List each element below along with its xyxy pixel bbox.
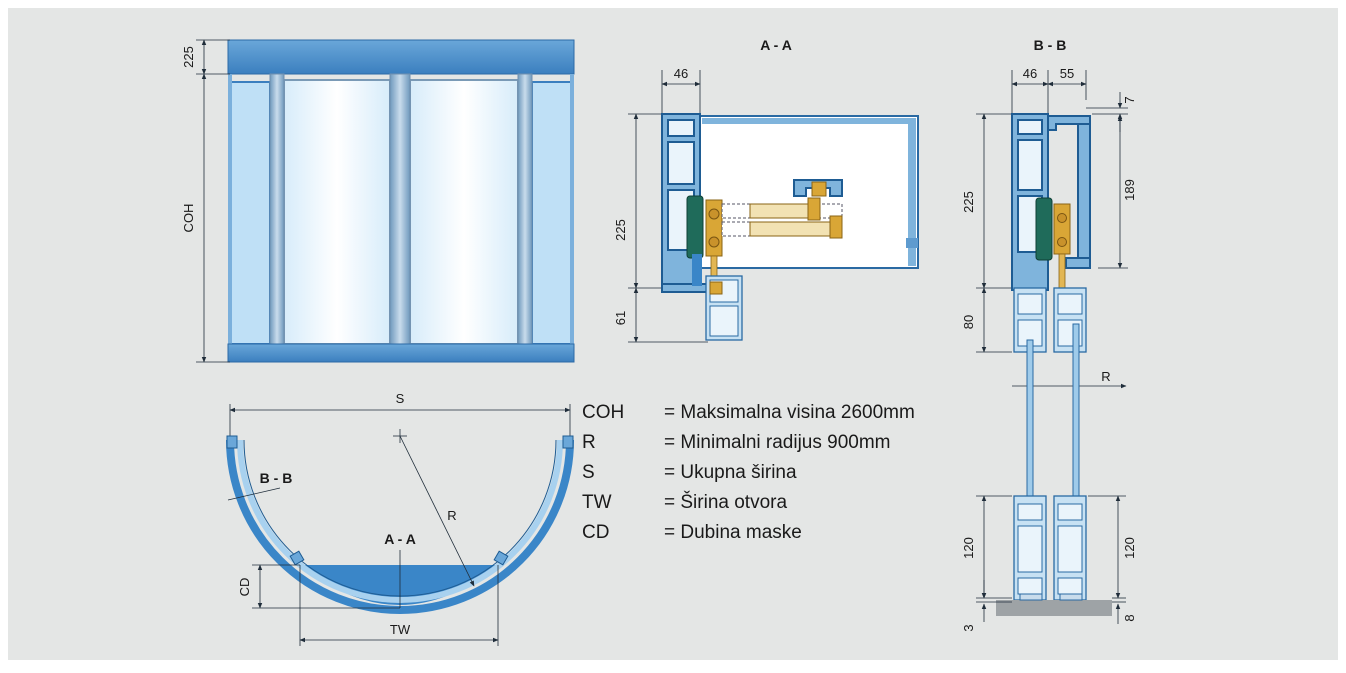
- plan-label-bb: B - B: [260, 470, 293, 486]
- dim-total-width: S: [396, 391, 405, 406]
- legend-key-s: S: [582, 462, 595, 483]
- dim-bb-bottom-right: 120: [1122, 537, 1137, 559]
- dim-bb-height-right: 189: [1122, 179, 1137, 201]
- legend: COH = Maksimalna visina 2600mm R = Minim…: [582, 402, 915, 543]
- section-b-b: B - B 46 55 7 189 225 80 R: [961, 37, 1137, 632]
- plan-view: S B - B R A - A CD TW: [226, 391, 574, 646]
- legend-value-cd: = Dubina maske: [664, 522, 802, 543]
- legend-key-coh: COH: [582, 402, 624, 423]
- dim-bb-bottom-left: 120: [961, 537, 976, 559]
- background-panel: [8, 8, 1338, 660]
- header-bar: [227, 39, 575, 75]
- plan-dim-radius: R: [447, 508, 456, 523]
- plan-label-aa: A - A: [384, 531, 416, 547]
- legend-value-tw: = Širina otvora: [664, 491, 787, 513]
- front-elevation: 225 COH: [181, 39, 575, 363]
- door-leaf-left: [283, 79, 391, 345]
- dim-bb-top: 7: [1122, 96, 1137, 103]
- cover-profile: [699, 115, 919, 269]
- bb-glass-left: [1026, 339, 1034, 501]
- legend-key-tw: TW: [582, 492, 612, 513]
- drive-wheel: [686, 195, 704, 259]
- legend-value-r: = Minimalni radijus 900mm: [664, 432, 891, 453]
- dim-bb-width-a: 46: [1023, 66, 1037, 81]
- locking-bolt: [749, 203, 811, 219]
- bb-glass-right: [1072, 323, 1080, 501]
- legend-value-coh: = Maksimalna visina 2600mm: [664, 402, 915, 423]
- dim-coh: COH: [181, 204, 196, 233]
- plan-dim-opening: TW: [390, 622, 411, 637]
- floor-slab: [996, 600, 1112, 616]
- dim-aa-width: 46: [674, 66, 688, 81]
- dim-bb-floor-right: 8: [1122, 614, 1137, 621]
- section-bb-title: B - B: [1034, 37, 1067, 53]
- dim-bb-radius: R: [1101, 369, 1110, 384]
- dim-aa-bottom: 61: [613, 311, 628, 325]
- dim-header-height: 225: [181, 46, 196, 68]
- frame-post-outer-right: [570, 74, 574, 362]
- legend-value-s: = Ukupna širina: [664, 462, 797, 483]
- dim-bb-floor-left: 3: [961, 624, 976, 631]
- frame-post-outer-left: [228, 74, 232, 362]
- side-panel-left: [229, 81, 271, 345]
- curved-frame-outer: [226, 439, 574, 614]
- side-panel-right: [531, 81, 573, 345]
- frame-post-1: [269, 73, 285, 363]
- door-leaf-right: [409, 79, 519, 345]
- legend-key-cd: CD: [582, 522, 609, 543]
- dim-bb-width-b: 55: [1060, 66, 1074, 81]
- bottom-rail: [227, 343, 575, 363]
- plan-dim-depth: CD: [237, 578, 252, 597]
- section-aa-title: A - A: [760, 37, 792, 53]
- legend-key-r: R: [582, 432, 596, 453]
- carriage-bracket: [705, 199, 723, 257]
- dim-aa-height: 225: [613, 219, 628, 241]
- frame-post-3: [517, 73, 533, 363]
- frame-post-2: [389, 73, 411, 363]
- section-a-a: A - A 46 225 61: [613, 37, 919, 343]
- dim-bb-height-left: 225: [961, 191, 976, 213]
- dim-bb-lower: 80: [961, 315, 976, 329]
